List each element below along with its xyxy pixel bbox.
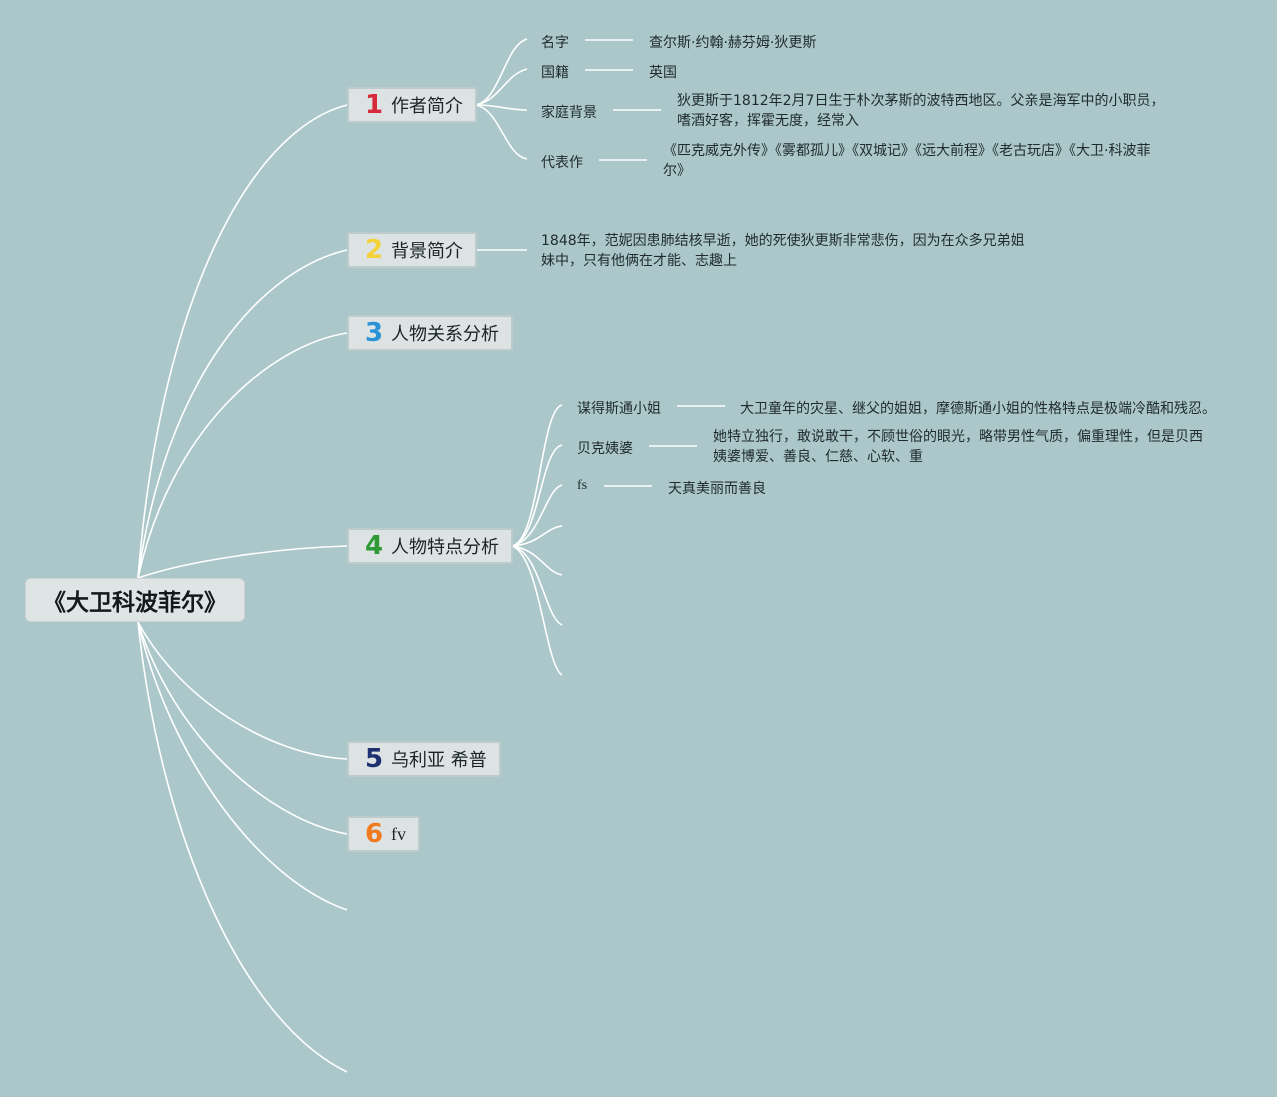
subtopic-representative-works-value[interactable]: 《匹克威克外传》《雾都孤儿》《双城记》《远大前程》《老古玩店》《大卫·科波菲尔》 <box>663 143 1151 179</box>
root-title: 《大卫科波菲尔》 <box>43 590 227 616</box>
subtopic-nationality[interactable]: 国籍 <box>541 65 569 81</box>
subtopic-background-text[interactable]: 1848年，范妮因患肺结核早逝，她的死使狄更斯非常悲伤，因为在众多兄弟姐妹中，只… <box>541 233 1025 269</box>
topic-fv[interactable]: 6 fv <box>347 816 420 852</box>
topic-relationship-analysis[interactable]: 3 人物关系分析 <box>347 315 513 351</box>
number-6-icon: 6 <box>365 819 384 849</box>
subtopic-name-value[interactable]: 查尔斯·约翰·赫芬姆·狄更斯 <box>649 35 817 51</box>
subtopic-representative-works[interactable]: 代表作 <box>541 155 583 171</box>
subtopic-miss-murdstone-value[interactable]: 大卫童年的灾星、继父的姐姐，摩德斯通小姐的性格特点是极端冷酷和残忍。 <box>740 401 1216 417</box>
subtopic-fs-value[interactable]: 天真美丽而善良 <box>668 481 766 497</box>
subtopic-aunt-betsey-value[interactable]: 她特立独行，敢说敢干，不顾世俗的眼光，略带男性气质，偏重理性，但是贝西姨婆博爱、… <box>713 429 1203 465</box>
subtopic-nationality-value[interactable]: 英国 <box>649 65 677 81</box>
number-1-icon: 1 <box>365 90 384 120</box>
topic-label: 作者简介 <box>391 96 463 117</box>
number-5-icon: 5 <box>365 744 384 774</box>
topic-uriah-heep[interactable]: 5 乌利亚 希普 <box>347 741 501 777</box>
topic-label: 人物特点分析 <box>391 537 499 558</box>
topic-label: 乌利亚 希普 <box>391 750 487 771</box>
topic-background-intro[interactable]: 2 背景简介 <box>347 232 477 268</box>
number-2-icon: 2 <box>365 235 384 265</box>
topic-author-intro[interactable]: 1 作者简介 <box>347 87 477 123</box>
topic-label: 人物关系分析 <box>391 324 499 345</box>
subtopic-family-background-value[interactable]: 狄更斯于1812年2月7日生于朴次茅斯的波特西地区。父亲是海军中的小职员，嗜酒好… <box>677 93 1165 129</box>
subtopic-family-background[interactable]: 家庭背景 <box>541 105 597 121</box>
topic-label: 背景简介 <box>391 241 463 262</box>
topic-character-analysis[interactable]: 4 人物特点分析 <box>347 528 513 564</box>
topic-label: fv <box>391 823 406 844</box>
number-3-icon: 3 <box>365 318 384 348</box>
subtopic-name[interactable]: 名字 <box>541 35 569 51</box>
number-4-icon: 4 <box>365 531 384 561</box>
subtopic-fs[interactable]: fs <box>577 478 588 493</box>
subtopic-miss-murdstone[interactable]: 谋得斯通小姐 <box>577 401 661 417</box>
root-topic[interactable]: 《大卫科波菲尔》 <box>25 578 245 622</box>
subtopic-aunt-betsey[interactable]: 贝克姨婆 <box>577 441 633 457</box>
